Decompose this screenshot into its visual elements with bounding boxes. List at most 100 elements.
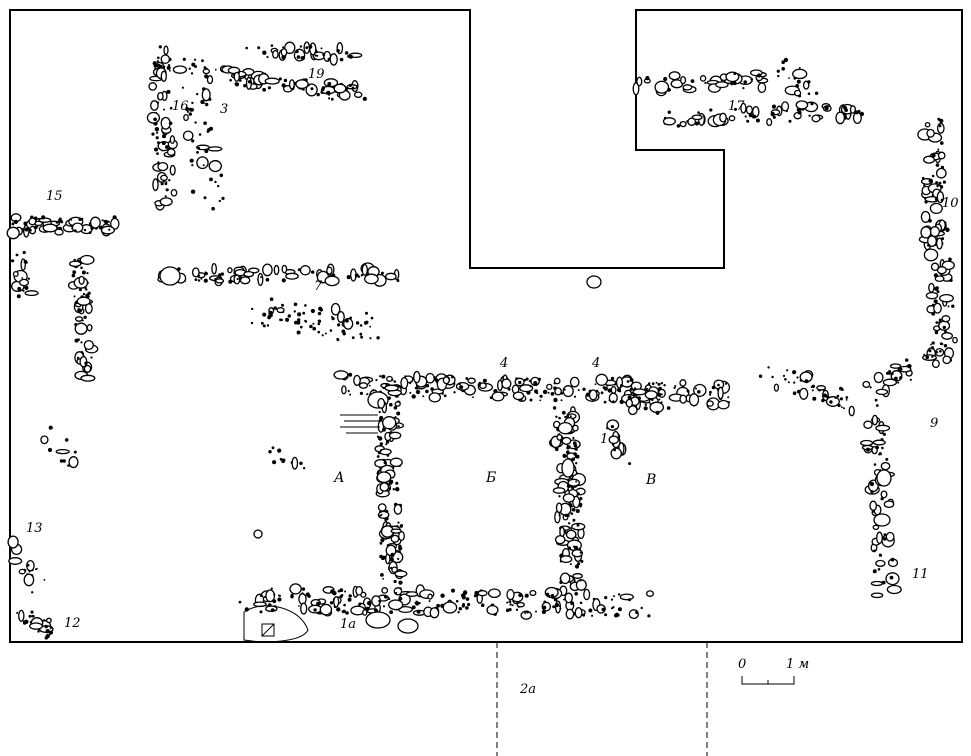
pebble (579, 551, 582, 554)
pebble (579, 505, 582, 508)
stone (76, 296, 91, 306)
stone (377, 503, 387, 512)
scale-zero: 0 (738, 657, 746, 672)
stone (170, 188, 178, 197)
stone (146, 111, 161, 124)
pebble (308, 44, 313, 49)
stone (516, 601, 525, 608)
pebble (570, 512, 573, 515)
pebble (385, 509, 389, 513)
pebble (191, 139, 195, 143)
pebble (43, 619, 46, 622)
stone (876, 469, 892, 487)
stone (89, 216, 101, 229)
pebble (83, 315, 87, 319)
pebble (300, 462, 303, 465)
pebble (181, 86, 184, 89)
stone (860, 439, 874, 447)
pebble (393, 380, 397, 383)
pebble (205, 102, 209, 107)
pebble (157, 56, 160, 60)
pebble (324, 332, 327, 335)
stone (211, 262, 217, 275)
pebble (281, 303, 284, 307)
pebble (266, 55, 269, 59)
pebble (834, 397, 837, 399)
pebble (328, 97, 331, 100)
pebble (422, 395, 425, 398)
pebble (16, 612, 19, 614)
stone (324, 275, 340, 287)
pebble (345, 51, 349, 55)
stone (361, 263, 368, 276)
pebble (85, 288, 88, 291)
pebble (329, 601, 334, 605)
stone (273, 264, 280, 276)
stone (920, 210, 931, 223)
pebble (836, 394, 840, 398)
pebble (163, 108, 166, 111)
pebble (781, 67, 785, 71)
pebble (374, 608, 378, 612)
stone (40, 435, 49, 445)
stone (883, 500, 895, 509)
pebble (697, 111, 700, 114)
pebble (923, 353, 926, 356)
stone (207, 146, 223, 152)
pebble (190, 189, 196, 194)
pebble (772, 115, 776, 119)
stone (529, 589, 537, 597)
stone (68, 260, 82, 268)
stone (257, 272, 264, 286)
pebble (647, 614, 651, 618)
pebble (380, 271, 384, 275)
pebble (455, 599, 459, 603)
pebble (783, 57, 789, 63)
stone (565, 608, 575, 620)
pebble (379, 375, 382, 378)
pebble (630, 391, 633, 395)
stone (300, 602, 308, 615)
pebble (938, 318, 942, 322)
pebble (440, 593, 445, 598)
stone (688, 393, 700, 407)
pebble (397, 425, 400, 428)
pebble (380, 513, 383, 516)
pebble (275, 307, 278, 309)
pebble (203, 278, 208, 283)
pebble (931, 346, 934, 350)
pebble (251, 307, 254, 311)
stone (281, 264, 288, 274)
pebble (410, 380, 413, 383)
pebble (897, 381, 900, 384)
pebble (810, 386, 813, 389)
pebble (883, 537, 887, 541)
pebble (559, 580, 563, 585)
stone (353, 374, 361, 386)
stone (191, 267, 200, 278)
pebble (690, 79, 695, 83)
pebble (782, 374, 786, 377)
pebble (465, 606, 469, 610)
stone (586, 275, 602, 289)
pebble (733, 72, 737, 75)
stone (574, 607, 583, 619)
pebble (31, 614, 34, 618)
pebble (781, 60, 785, 64)
pebble (558, 514, 561, 517)
pebble (153, 63, 158, 68)
pebble (645, 387, 648, 391)
stone (289, 583, 302, 595)
pebble (198, 133, 202, 136)
pebble (936, 351, 939, 354)
pebble (196, 151, 199, 154)
pebble (22, 620, 27, 624)
pebble (330, 589, 335, 594)
pebble (663, 384, 666, 387)
pebble (384, 556, 387, 559)
stone (355, 585, 363, 596)
pebble (81, 270, 86, 275)
stone (793, 89, 802, 97)
stone (571, 549, 584, 558)
pebble (168, 64, 171, 67)
